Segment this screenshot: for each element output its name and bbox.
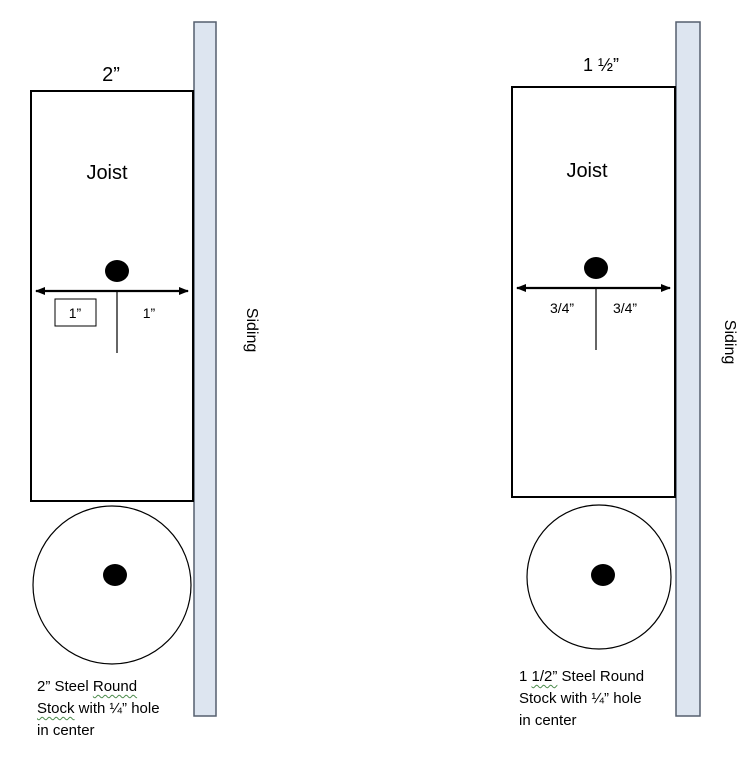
left-caption-round: Round <box>92 678 138 695</box>
left-joist-hole <box>105 260 129 282</box>
right-caption-prefix: 1 <box>519 668 532 685</box>
left-caption-line1: 2” Steel Round <box>37 676 160 698</box>
right-caption-line3: in center <box>519 712 577 729</box>
left-diagram: Siding 2” Joist 1” 1” <box>30 21 260 717</box>
left-siding-board <box>193 21 217 717</box>
left-dim-box <box>54 298 97 327</box>
right-siding-label: Siding <box>721 320 738 364</box>
left-siding-label: Siding <box>243 308 260 352</box>
left-joist-label: Joist <box>86 162 128 184</box>
right-caption-line1: 1 1/2” Steel Round <box>519 666 644 688</box>
left-caption-stock: Stock <box>37 700 75 717</box>
right-joist-hole <box>584 257 608 279</box>
right-caption-line2: Stock with ¼” hole <box>519 690 642 707</box>
left-caption: 2” Steel Round Stock with ¼” hole in cen… <box>37 676 160 742</box>
left-joist <box>30 90 194 502</box>
left-left-dim: 1” <box>69 305 82 321</box>
right-caption-rest: Steel Round <box>557 668 645 685</box>
right-caption-fraction: 1/2” <box>531 668 558 685</box>
right-joist-label: Joist <box>566 160 608 182</box>
right-caption: 1 1/2” Steel Round Stock with ¼” hole in… <box>519 666 644 732</box>
right-diagram: Siding 1 ½” Joist 3/4” 3/4” <box>511 21 738 717</box>
left-caption-line3: in center <box>37 722 95 739</box>
left-right-dim: 1” <box>143 305 156 321</box>
left-stock-hole <box>103 564 127 586</box>
left-caption-prefix: 2” Steel <box>37 678 93 695</box>
right-stock-hole <box>591 564 615 586</box>
left-caption-hole: with ¼” hole <box>74 700 160 717</box>
right-right-dim: 3/4” <box>613 300 637 316</box>
right-width-label: 1 ½” <box>583 55 619 75</box>
right-siding-board <box>675 21 701 717</box>
left-caption-line2: Stock with ¼” hole <box>37 698 160 720</box>
right-joist <box>511 86 676 498</box>
right-left-dim: 3/4” <box>550 300 574 316</box>
left-width-label: 2” <box>102 64 120 86</box>
